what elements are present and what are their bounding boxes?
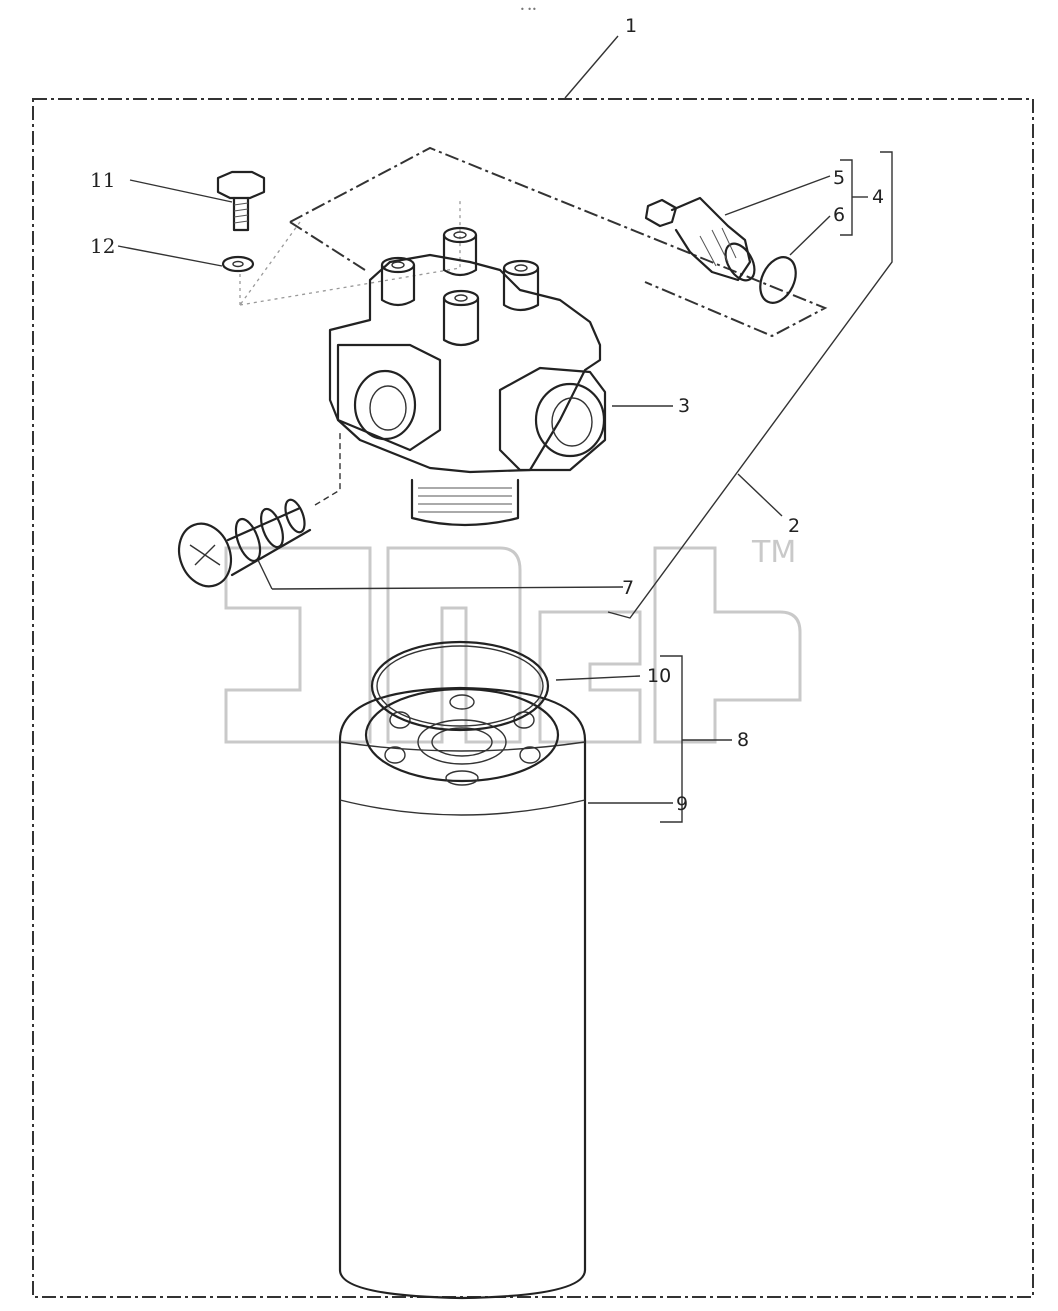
callout-6: 6 <box>833 204 845 226</box>
gasket-part <box>370 640 550 732</box>
indicator-switch-part <box>644 196 756 282</box>
kit-boundary <box>32 98 1034 1298</box>
header-mark: • •• <box>520 5 537 14</box>
callout-leaders <box>117 35 893 823</box>
callout-4: 4 <box>872 186 884 208</box>
callout-11: 11 <box>90 168 115 192</box>
callout-3: 3 <box>678 395 690 417</box>
bypass-valve-part <box>177 432 341 588</box>
callout-2: 2 <box>788 515 800 537</box>
trademark-mark: TM <box>751 535 796 570</box>
head-subassembly-boundary <box>289 146 828 338</box>
callout-9: 9 <box>676 793 688 815</box>
callout-10: 10 <box>647 665 671 687</box>
bolt-part <box>216 170 266 232</box>
filter-element-part <box>338 686 587 1300</box>
guide-lines <box>239 200 461 306</box>
callout-5: 5 <box>833 167 845 189</box>
o-ring-small-part <box>759 256 797 304</box>
filter-head-part <box>328 226 607 527</box>
watermark-logo: TM <box>224 535 802 744</box>
callout-7: 7 <box>622 577 634 599</box>
gasket-inner <box>376 645 544 727</box>
washer-part <box>221 255 255 273</box>
callout-1: 1 <box>625 15 637 37</box>
callout-8: 8 <box>737 729 749 751</box>
callout-12: 12 <box>90 234 115 258</box>
